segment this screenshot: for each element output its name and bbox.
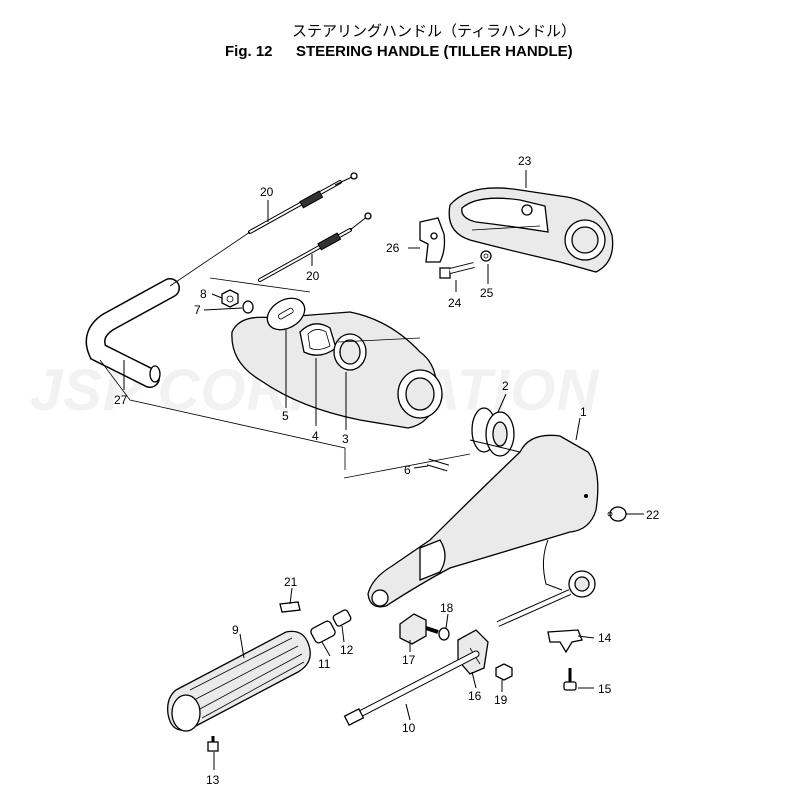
callout-10: 10 [402, 721, 416, 735]
part-19-nut [495, 663, 513, 681]
part-20-throttle-cable-lower [258, 212, 372, 282]
part-10-friction-rod [343, 650, 480, 726]
part-18-washer [438, 627, 450, 641]
callout-15: 15 [598, 682, 612, 696]
callout-9: 9 [232, 623, 239, 637]
part-1-handle-housing-lower [231, 311, 443, 429]
callout-23: 23 [518, 154, 532, 168]
callout-11: 11 [318, 657, 331, 671]
callout-1: 1 [580, 405, 587, 419]
part-11-sleeve [310, 620, 336, 644]
part-7-washer [242, 300, 254, 314]
part-26-bracket [419, 217, 446, 263]
callout-14: 14 [598, 631, 612, 645]
part-15-screw [563, 668, 577, 691]
callout-25: 25 [480, 286, 494, 300]
part-13-screw [207, 736, 219, 752]
callout-26: 26 [386, 241, 400, 255]
part-8-nut [221, 289, 239, 308]
part-23-handle-top-cover [448, 187, 614, 273]
leader-lines [99, 170, 644, 770]
part-14-clip [547, 629, 583, 654]
callout-24: 24 [448, 296, 462, 310]
part-12-collar [332, 609, 352, 627]
callout-27: 27 [114, 393, 128, 407]
part-3-seal-ring [333, 333, 367, 371]
callout-2: 2 [502, 379, 509, 393]
part-9-grip [167, 630, 311, 732]
title-japanese: ステアリングハンドル（ティラハンドル） [292, 23, 576, 40]
callout-22: 22 [646, 508, 660, 522]
callout-4: 4 [312, 429, 319, 443]
title-english: STEERING HANDLE (TILLER HANDLE) [296, 43, 573, 60]
callout-20-lower: 20 [306, 269, 320, 283]
throttle-shaft-assembly [496, 539, 596, 627]
callout-7: 7 [194, 303, 201, 317]
part-21-decal [279, 601, 301, 613]
part-17-knob [399, 613, 439, 645]
callout-16: 16 [468, 689, 482, 703]
part-4-grommet [299, 323, 337, 356]
part-22-plug [607, 506, 627, 522]
part-5-plate [266, 297, 306, 331]
figure-header: ステアリングハンドル（ティラハンドル） Fig. 12 STEERING HAN… [225, 23, 576, 60]
callout-18: 18 [440, 601, 454, 615]
callout-labels: 1 2 3 4 5 6 7 8 9 10 11 12 13 14 15 16 1… [114, 154, 660, 787]
part-2-bushing [471, 407, 515, 457]
part-24-bolt [439, 262, 475, 279]
part-1-tiller-arm [367, 434, 599, 608]
callout-6: 6 [404, 463, 411, 477]
callout-8: 8 [200, 287, 207, 301]
callout-17: 17 [402, 653, 416, 667]
callout-12: 12 [340, 643, 354, 657]
callout-13: 13 [206, 773, 220, 787]
figure-label: Fig. 12 [225, 43, 273, 60]
part-6-stud [426, 458, 450, 472]
callout-21: 21 [284, 575, 298, 589]
part-20-throttle-cable-upper [248, 172, 358, 234]
callout-19: 19 [494, 693, 508, 707]
part-27-bent-pipe [85, 278, 180, 388]
callout-20-upper: 20 [260, 185, 274, 199]
part-25-washer [480, 250, 492, 262]
callout-3: 3 [342, 432, 349, 446]
callout-5: 5 [282, 409, 289, 423]
